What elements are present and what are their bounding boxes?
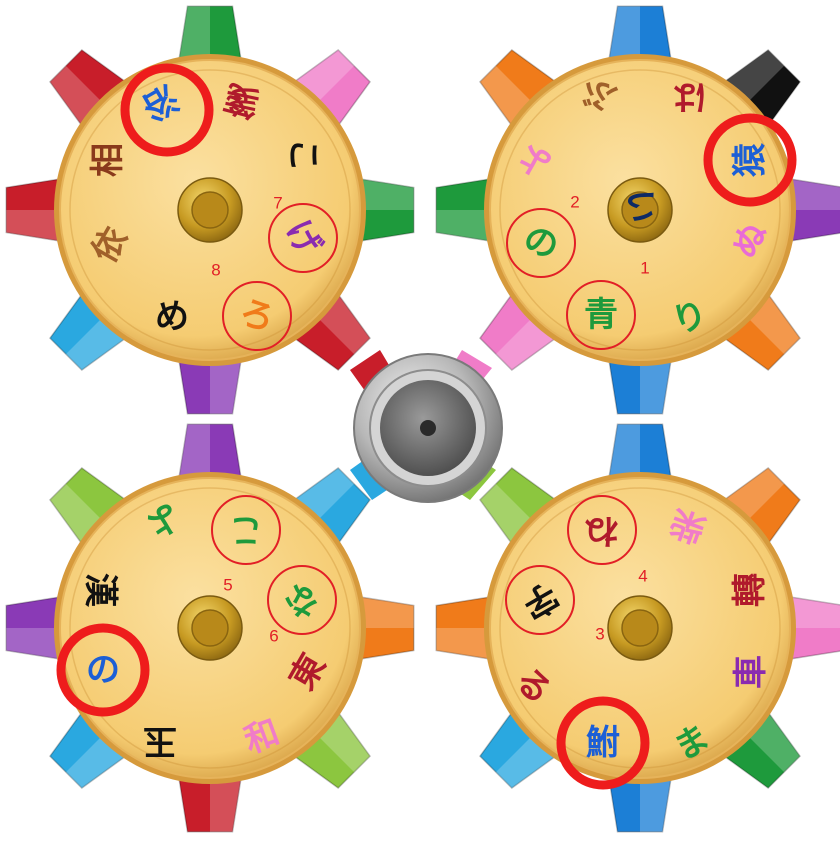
gear-character[interactable]: こ <box>283 138 323 172</box>
gear-top-left[interactable]: 浴箋こげろめ依相78 <box>6 6 414 414</box>
center-knob[interactable] <box>354 354 502 502</box>
gear-character[interactable]: 玉 <box>143 721 177 761</box>
gear-character[interactable]: は <box>673 76 707 116</box>
gear-hub-center <box>192 192 228 228</box>
order-number: 6 <box>269 627 278 646</box>
gear-character[interactable]: ぶ <box>580 72 621 117</box>
order-number: 3 <box>595 625 604 644</box>
order-number: 8 <box>211 261 220 280</box>
gear-character[interactable]: 青 <box>584 295 618 335</box>
order-number: 7 <box>273 194 282 213</box>
gear-hub-center <box>192 610 228 646</box>
gear-character[interactable]: の <box>86 650 120 690</box>
gear-hub-center <box>622 610 658 646</box>
gear-character[interactable]: 鮒 <box>586 723 620 763</box>
gear-character[interactable]: い <box>620 189 660 223</box>
gear-character[interactable]: 漢 <box>80 573 120 608</box>
gear-character[interactable]: 相 <box>88 143 128 177</box>
order-number: 2 <box>570 193 579 212</box>
gear-character[interactable]: こ <box>229 510 263 550</box>
gear-character[interactable]: 車 <box>731 655 771 689</box>
gear-top-right[interactable]: はぶよ猿ぬり青のい21 <box>436 6 840 414</box>
gear-character[interactable]: め <box>155 297 189 337</box>
order-number: 4 <box>638 567 647 586</box>
gear-character[interactable]: 猿 <box>730 142 770 177</box>
order-number: 1 <box>640 259 649 278</box>
gear-character[interactable]: ね <box>585 510 619 550</box>
gear-character[interactable]: 轉 <box>730 573 770 607</box>
order-number: 5 <box>223 576 232 595</box>
